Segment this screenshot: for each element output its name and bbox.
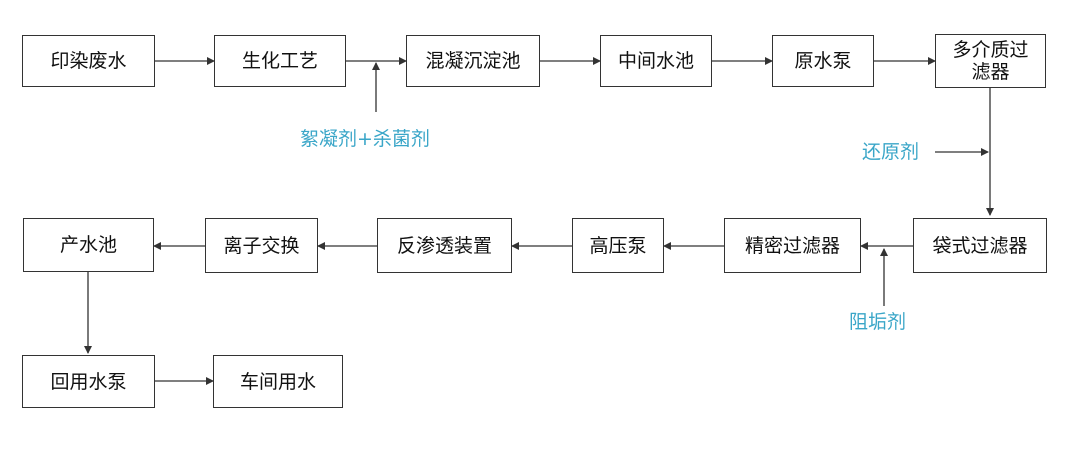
node-precision-filter: 精密过滤器 — [724, 218, 861, 273]
node-coagulation-sedimentation-tank: 混凝沉淀池 — [406, 35, 540, 87]
node-intermediate-tank: 中间水池 — [600, 35, 712, 87]
node-product-water-tank: 产水池 — [23, 218, 154, 272]
node-ion-exchange: 离子交换 — [205, 218, 318, 273]
node-reverse-osmosis-unit: 反渗透装置 — [377, 218, 512, 273]
label-antiscalant: 阻垢剂 — [849, 311, 907, 333]
node-biochemical-process: 生化工艺 — [214, 35, 346, 87]
node-workshop-water: 车间用水 — [213, 355, 343, 408]
node-multimedia-filter: 多介质过滤器 — [935, 34, 1046, 88]
label-reducing-agent: 还原剂 — [862, 141, 920, 163]
label-flocculant-bactericide: 絮凝剂+杀菌剂 — [300, 128, 430, 150]
node-raw-water-pump: 原水泵 — [772, 35, 874, 87]
node-high-pressure-pump: 高压泵 — [572, 218, 664, 273]
node-reuse-water-pump: 回用水泵 — [22, 355, 155, 408]
node-bag-filter: 袋式过滤器 — [913, 218, 1047, 273]
node-dyeing-wastewater: 印染废水 — [22, 35, 155, 87]
